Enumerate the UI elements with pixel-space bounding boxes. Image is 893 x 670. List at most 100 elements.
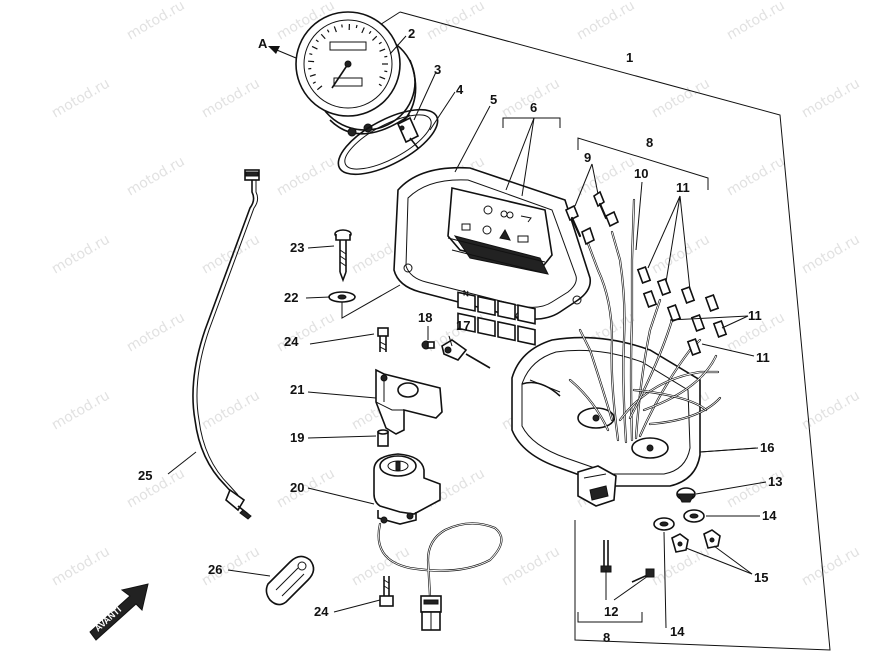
cover-connector bbox=[577, 465, 617, 507]
callout-11-b: 11 bbox=[748, 308, 762, 323]
watermark-text: motod.ru bbox=[49, 231, 113, 277]
dial-tick bbox=[312, 81, 316, 84]
watermark-text: motod.ru bbox=[424, 0, 488, 43]
view-arrow-label: A bbox=[258, 36, 268, 51]
callout-24-a: 24 bbox=[284, 334, 299, 349]
watermark-text: motod.ru bbox=[49, 75, 113, 121]
dial-tick bbox=[309, 73, 316, 77]
callout-6: 6 bbox=[530, 100, 537, 115]
dial-tick bbox=[320, 33, 326, 40]
ignition-switch-20 bbox=[373, 453, 503, 598]
callout-labels: 1 2 3 4 5 6 8 8 9 10 11 11 11 12 13 14 1… bbox=[138, 26, 782, 645]
callout-14-b: 14 bbox=[670, 624, 685, 639]
neutral-indicator-symbol: N bbox=[463, 288, 469, 298]
bracket-6 bbox=[502, 117, 561, 128]
bulb-holder-13 bbox=[676, 487, 696, 503]
dashed-axis-22 bbox=[341, 284, 401, 319]
bracket-8-top bbox=[577, 137, 709, 190]
dial-tick bbox=[368, 30, 372, 35]
callout-14-a: 14 bbox=[762, 508, 777, 523]
dial-tick bbox=[372, 35, 378, 41]
watermark-text: motod.ru bbox=[799, 387, 863, 433]
watermark-text: motod.ru bbox=[649, 231, 713, 277]
washer-22 bbox=[328, 291, 356, 303]
callout-5: 5 bbox=[490, 92, 497, 107]
nut-15-b bbox=[671, 533, 689, 553]
callout-21: 21 bbox=[290, 382, 304, 397]
connectors-9 bbox=[564, 190, 620, 246]
callout-16: 16 bbox=[760, 440, 774, 455]
watermark-text: motod.ru bbox=[799, 75, 863, 121]
dial-tick bbox=[316, 85, 323, 91]
grommet-14-b bbox=[653, 517, 675, 531]
callout-22: 22 bbox=[284, 290, 298, 305]
dial-tick bbox=[384, 55, 388, 58]
screw-24-top bbox=[377, 327, 389, 352]
watermark-text: motod.ru bbox=[49, 543, 113, 589]
callout-4: 4 bbox=[456, 82, 464, 97]
speedometer-cable bbox=[192, 169, 260, 520]
watermark-text: motod.ru bbox=[724, 0, 788, 43]
watermark-text: motod.ru bbox=[799, 231, 863, 277]
view-arrow-a: A bbox=[258, 36, 297, 59]
screw-12-b bbox=[631, 568, 655, 583]
wiring-harness bbox=[568, 198, 722, 444]
ignition-connector bbox=[420, 595, 442, 631]
callout-8-bottom: 8 bbox=[603, 630, 610, 645]
dial-tick bbox=[309, 53, 313, 56]
speedometer bbox=[295, 11, 417, 137]
spacer-19 bbox=[377, 429, 389, 447]
callout-12: 12 bbox=[604, 604, 618, 619]
indicator-light-panel: N bbox=[447, 187, 553, 346]
callout-9: 9 bbox=[584, 150, 591, 165]
callout-15: 15 bbox=[754, 570, 768, 585]
bulb-holder-3 bbox=[396, 116, 420, 149]
callout-11-a: 11 bbox=[676, 180, 690, 195]
dial-tick bbox=[333, 26, 337, 33]
indicator-cells bbox=[457, 291, 536, 346]
forward-direction-arrow: AVANTI bbox=[89, 583, 149, 641]
watermark-text: motod.ru bbox=[499, 543, 563, 589]
watermark-text: motod.ru bbox=[724, 153, 788, 199]
ignition-key-26 bbox=[265, 555, 315, 606]
callout-23: 23 bbox=[290, 240, 304, 255]
screw-23 bbox=[334, 229, 352, 283]
watermark-text: motod.ru bbox=[124, 153, 188, 199]
watermark-text: motod.ru bbox=[274, 465, 338, 511]
callout-1: 1 bbox=[626, 50, 633, 65]
callout-10: 10 bbox=[634, 166, 648, 181]
dial-tick bbox=[379, 48, 386, 52]
watermark-text: motod.ru bbox=[199, 75, 263, 121]
dial-tick bbox=[384, 70, 388, 73]
callout-24-b: 24 bbox=[314, 604, 329, 619]
callout-26: 26 bbox=[208, 562, 222, 577]
callout-19: 19 bbox=[290, 430, 304, 445]
screw-24-bottom bbox=[379, 576, 394, 607]
instrument-lower-cover bbox=[511, 336, 701, 487]
watermark-text: motod.ru bbox=[124, 465, 188, 511]
dial-tick bbox=[311, 45, 318, 50]
leader-lines bbox=[167, 35, 767, 629]
bracket-8-bottom bbox=[577, 612, 643, 623]
dial-tick bbox=[355, 24, 358, 29]
bolt-17 bbox=[441, 339, 491, 369]
callout-20: 20 bbox=[290, 480, 304, 495]
watermark-text: motod.ru bbox=[274, 153, 338, 199]
callout-17: 17 bbox=[456, 318, 470, 333]
callout-3: 3 bbox=[434, 62, 441, 77]
callout-13: 13 bbox=[768, 474, 782, 489]
ignition-bracket-21 bbox=[375, 368, 443, 435]
callout-11-c: 11 bbox=[756, 350, 770, 365]
watermark-text: motod.ru bbox=[124, 309, 188, 355]
nut-18 bbox=[421, 340, 435, 350]
bulb-sockets-11 bbox=[636, 266, 728, 356]
assembly-outline-1 bbox=[399, 11, 831, 651]
instrument-rubber-ring-inner bbox=[344, 114, 432, 170]
grommet-14-a bbox=[683, 509, 705, 523]
speedometer-dial-ticks bbox=[308, 24, 388, 91]
nut-15-a bbox=[703, 529, 721, 549]
instrument-rubber-ring bbox=[337, 108, 439, 176]
callout-25: 25 bbox=[138, 468, 152, 483]
watermark-text: motod.ru bbox=[799, 543, 863, 589]
